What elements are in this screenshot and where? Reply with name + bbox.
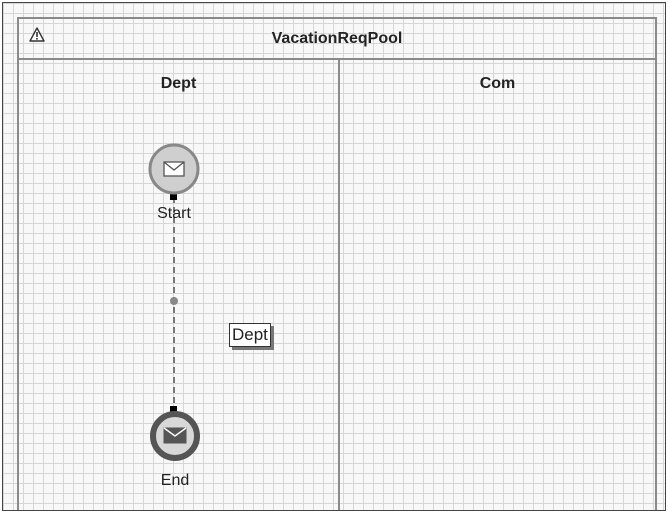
- lane-tooltip: Dept: [229, 323, 271, 347]
- lane-dept[interactable]: Dept: [19, 60, 340, 510]
- warning-icon[interactable]: [29, 27, 45, 43]
- pool-vacationreqpool[interactable]: VacationReqPool Dept Com: [17, 17, 657, 510]
- lane-title-dept: Dept: [160, 75, 197, 92]
- start-event-label: Start: [157, 205, 191, 222]
- pool-title: VacationReqPool: [271, 30, 403, 47]
- start-event[interactable]: [148, 143, 200, 195]
- end-event-label: End: [161, 472, 189, 489]
- end-event[interactable]: [150, 411, 200, 461]
- connector-midpoint-handle[interactable]: [170, 297, 178, 305]
- connector-source-handle[interactable]: [170, 193, 177, 200]
- connector-target-handle[interactable]: [170, 406, 177, 413]
- envelope-filled-icon: [163, 427, 187, 444]
- lane-com[interactable]: Com: [340, 60, 655, 510]
- pool-header: VacationReqPool: [19, 19, 655, 60]
- envelope-icon: [163, 161, 185, 177]
- lane-title-com: Com: [479, 75, 516, 92]
